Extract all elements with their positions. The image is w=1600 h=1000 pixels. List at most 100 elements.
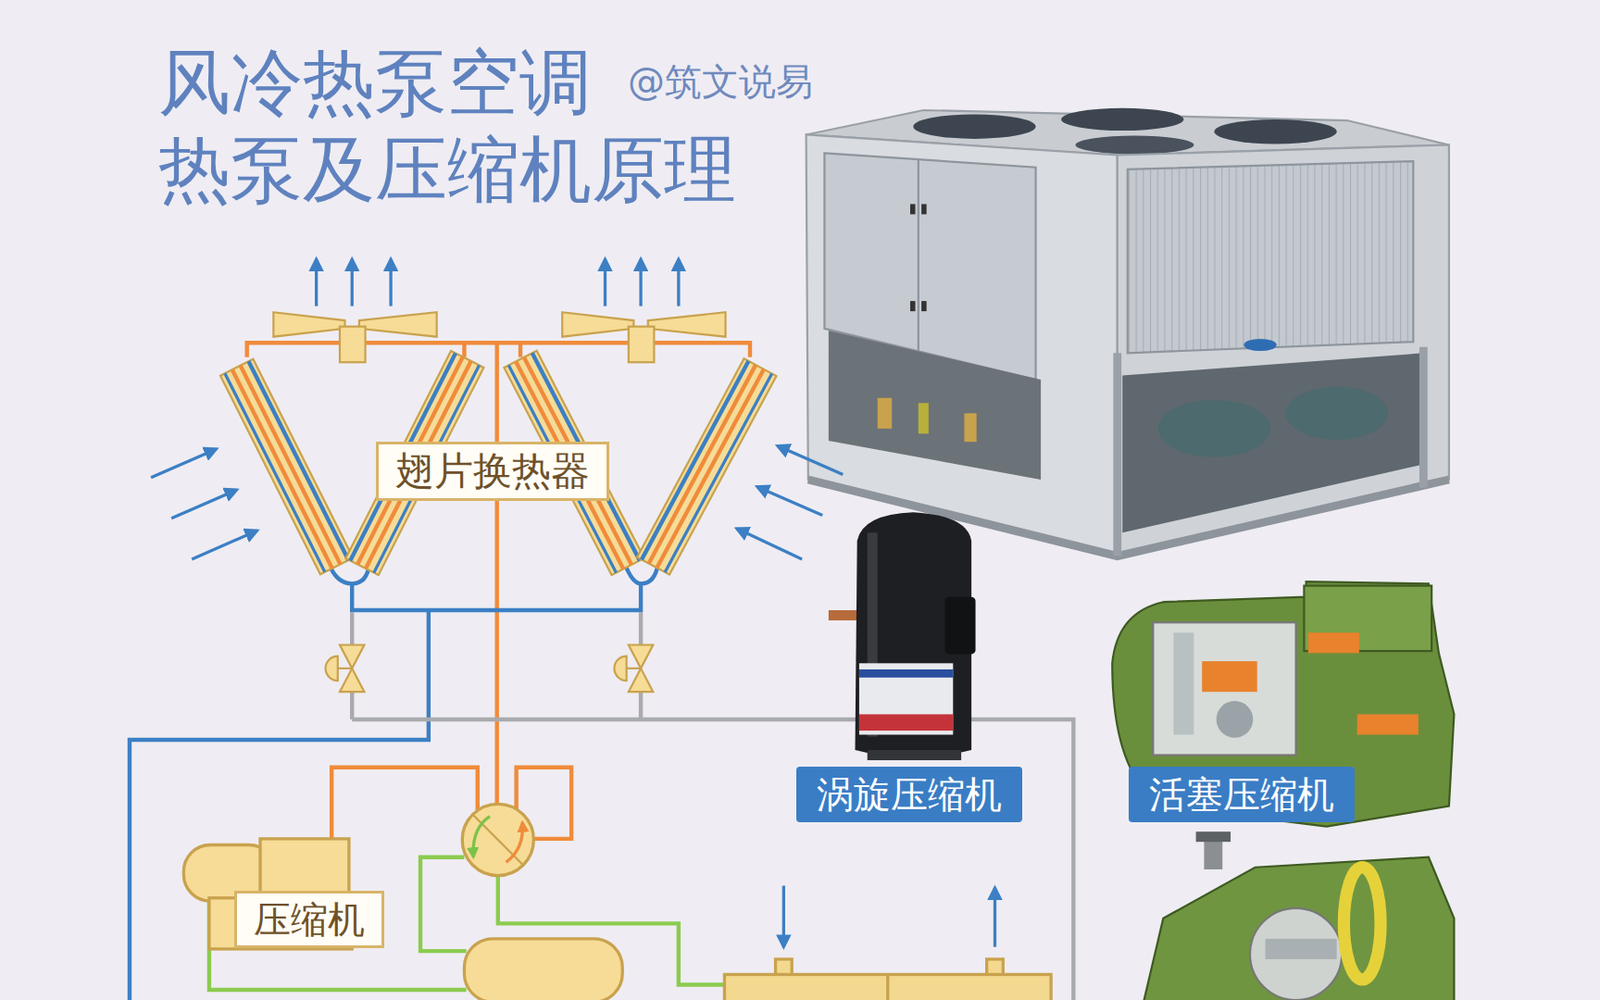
unit-photo: [912, 113, 1036, 138]
photo-caption: 涡旋压缩机: [796, 766, 1023, 823]
compressor-cutaway-photo: [1142, 857, 1454, 1000]
expansion-valve: [325, 644, 654, 692]
air-arrow: [388, 259, 392, 307]
scroll-compressor-photo: [859, 669, 953, 678]
fin-coil: [641, 361, 749, 560]
gray-pipe: [638, 612, 643, 645]
piston-compressor-photo: [1112, 581, 1454, 826]
four-way-valve: [462, 803, 534, 875]
air-arrow: [993, 887, 997, 948]
four-way-valve: [506, 822, 524, 863]
air-arrow: [171, 489, 238, 519]
node-text: 涡旋压缩机: [816, 770, 1002, 819]
unit-photo: [918, 402, 929, 434]
air-arrow: [191, 530, 258, 560]
piston-compressor-photo: [1173, 632, 1194, 735]
scroll-compressor-photo: [944, 597, 975, 655]
photo-caption: 活塞压缩机: [1128, 766, 1355, 823]
unit-photo: [917, 160, 920, 351]
air-arrow: [638, 259, 642, 307]
blue-pipe: [129, 610, 429, 1000]
air-arrow: [737, 528, 803, 560]
unit-photo: [1122, 352, 1424, 533]
fin-coil: [225, 373, 325, 573]
air-arrow: [314, 259, 318, 307]
unit-photo: [1286, 387, 1388, 440]
unit-photo: [910, 203, 916, 214]
fan: [648, 312, 726, 337]
piston-compressor-photo: [1152, 622, 1296, 755]
fan: [273, 312, 345, 337]
air-arrow: [150, 259, 995, 948]
gray-pipe: [350, 691, 354, 720]
fin-coil: [664, 374, 772, 573]
piston-compressor-photo: [1201, 661, 1258, 692]
fin-coil: [248, 361, 349, 561]
expansion-valve: [628, 644, 653, 668]
piston-compressor-photo: [1357, 713, 1419, 735]
shell-heat-exchanger: [724, 959, 1051, 1000]
scroll-compressor-photo: [859, 713, 953, 731]
component-label: 翅片换热器: [375, 441, 610, 502]
unit-photo: [910, 300, 916, 312]
unit-photo: [877, 398, 892, 429]
unit-photo: [1061, 108, 1184, 131]
orange-pipe: [494, 342, 499, 804]
unit-photo: [1112, 352, 1122, 556]
fan: [273, 312, 725, 363]
unit-photo: [921, 203, 927, 214]
air-arrow: [782, 886, 786, 948]
fin-coil: [220, 359, 353, 575]
compressor-cutaway-photo: [1196, 831, 1231, 842]
unit-photo: [1075, 136, 1195, 155]
fan: [339, 326, 366, 363]
orange-pipe: [331, 767, 478, 846]
orange-pipe: [518, 342, 523, 357]
watermark: @筑文说易: [627, 59, 813, 104]
fan: [359, 312, 438, 337]
four-way-valve: [473, 815, 523, 865]
gray-pipe: [638, 691, 643, 720]
fin-coil: [240, 365, 341, 565]
air-arrow: [603, 259, 607, 307]
unit-photo: [806, 108, 1450, 557]
compressor-cutaway-photo: [1142, 831, 1454, 1000]
unit-photo: [1158, 400, 1271, 458]
scroll-compressor-photo: [867, 750, 962, 761]
air-arrow: [757, 487, 824, 516]
gray-pipe: [350, 612, 354, 645]
unit-photo: [1127, 161, 1414, 353]
unit-photo: [1419, 347, 1428, 488]
receiver-tank: [463, 938, 623, 1000]
piston-compressor-photo: [1308, 632, 1360, 653]
expansion-valve: [325, 656, 338, 681]
component-label: 压缩机: [234, 890, 385, 949]
unit-photo: [1243, 338, 1276, 351]
air-arrow: [350, 259, 354, 307]
node-text: 压缩机: [253, 895, 365, 944]
unit-photo: [921, 300, 927, 312]
scroll-compressor-photo: [828, 512, 976, 761]
compressor-cutaway-photo: [1265, 938, 1338, 960]
expansion-valve: [337, 667, 352, 670]
compressor-cutaway-photo: [1343, 867, 1381, 980]
expansion-valve: [339, 644, 364, 668]
fin-coil: [637, 358, 776, 575]
blue-pipe: [129, 562, 659, 1000]
fan: [562, 312, 634, 337]
expansion-valve: [626, 667, 641, 670]
fin-coil: [656, 369, 763, 568]
air-arrow: [777, 446, 844, 475]
receiver-tank: [463, 938, 623, 1000]
fin-coil: [220, 350, 777, 575]
four-way-valve: [462, 803, 534, 875]
fin-coil: [220, 359, 353, 575]
unit-photo: [963, 412, 976, 442]
expansion-valve: [339, 668, 364, 692]
compressor-symbol: [260, 838, 350, 899]
fin-coil: [232, 369, 333, 569]
node-text: 活塞压缩机: [1149, 770, 1335, 819]
fan: [628, 326, 655, 363]
orange-pipe: [247, 342, 750, 845]
